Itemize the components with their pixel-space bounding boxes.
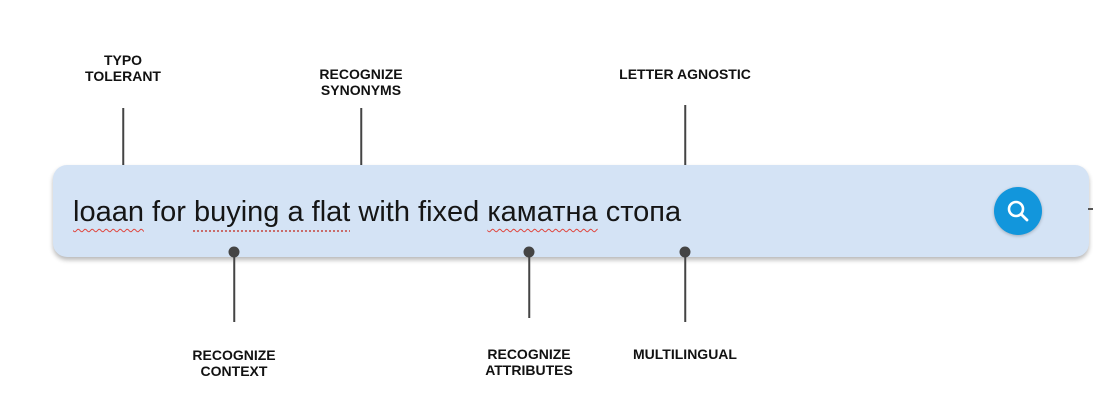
connector-recognize-context: [233, 252, 235, 322]
search-button[interactable]: [994, 187, 1042, 235]
query-word: стопа: [597, 196, 682, 228]
connector-multilingual: [684, 252, 686, 322]
search-bar[interactable]: loaan for buying a flat with fixed камат…: [53, 165, 1089, 257]
query-synonym-phrase: buying a flat: [193, 196, 351, 228]
connector-recognize-attributes: [528, 252, 530, 318]
label-recognize-attributes: RECOGNIZE ATTRIBUTES: [485, 346, 573, 378]
query-word: for: [143, 196, 194, 228]
connector-recognize-synonyms: [360, 108, 362, 172]
query-word: with fixed: [350, 196, 488, 228]
label-multilingual: MULTILINGUAL: [633, 346, 737, 362]
connector-letter-agnostic: [684, 105, 686, 172]
search-query[interactable]: loaan for buying a flat with fixed камат…: [73, 195, 681, 229]
label-recognize-context: RECOGNIZE CONTEXT: [192, 347, 276, 379]
magnifier-icon: [1007, 200, 1029, 222]
label-recognize-synonyms: RECOGNIZE SYNONYMS: [319, 66, 403, 98]
label-typo-tolerant: TYPO TOLERANT: [85, 52, 161, 84]
query-foreign-word: каматна: [487, 196, 598, 228]
edge-tick: [1088, 208, 1093, 210]
query-typo-word: loaan: [73, 196, 144, 228]
label-letter-agnostic: LETTER AGNOSTIC: [619, 66, 751, 82]
connector-typo-tolerant: [122, 108, 124, 172]
